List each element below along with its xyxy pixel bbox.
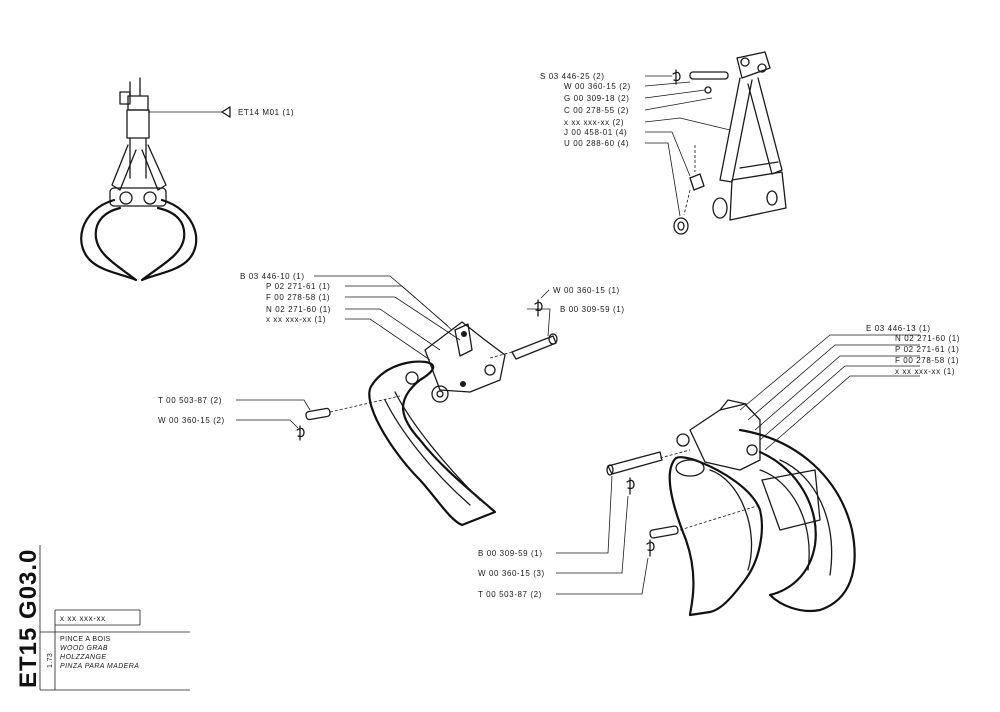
left-jaw-pin-label: W 00 360-15 (1) <box>553 286 620 295</box>
sheet-code: ET15 G03.0 <box>15 549 42 688</box>
cotter-pin-icon <box>534 299 543 317</box>
title-french: PINCE A BOIS <box>60 636 111 643</box>
overview-ref-label: ET14 M01 (1) <box>238 108 294 117</box>
right-jaw-part-label: x xx xxx-xx (1) <box>895 367 955 376</box>
left-jaw-part-label: B 03 446-10 (1) <box>240 272 305 281</box>
grab-overview-drawing <box>80 77 198 282</box>
cotter-pin-icon <box>296 425 305 441</box>
right-jaw-bottom-label: T 00 503-87 (2) <box>478 590 542 599</box>
sheet-date: 1.73 <box>47 653 54 668</box>
left-jaw-drawing <box>305 321 558 527</box>
right-jaw-drawing <box>606 399 856 617</box>
left-jaw-part-label: F 00 278-58 (1) <box>266 293 330 302</box>
right-jaw-part-label: F 00 278-58 (1) <box>895 356 959 365</box>
cotter-pin-icon <box>646 539 655 557</box>
right-jaw-part-label: P 02 271-61 (1) <box>895 345 959 354</box>
suspension-bracket-drawing <box>673 51 787 235</box>
left-jaw-pin-label: B 00 309-59 (1) <box>560 305 625 314</box>
right-jaw-bottom-label: W 00 360-15 (3) <box>478 569 545 578</box>
left-jaw-part-label: N 02 271-60 (1) <box>266 305 331 314</box>
bracket-part-label: J 00 458-01 (4) <box>564 128 627 137</box>
title-spanish: PINZA PARA MADERA <box>60 663 139 670</box>
bracket-part-label: W 00 360-15 (2) <box>564 82 631 91</box>
right-jaw-part-label: E 03 446-13 (1) <box>866 324 931 333</box>
cotter-pin-icon <box>672 69 681 85</box>
left-jaw-bolt-label: T 00 503-87 (2) <box>158 396 222 405</box>
part-ref-label: x xx xxx-xx <box>60 614 106 623</box>
left-jaw-part-label: x xx xxx-xx (1) <box>266 315 326 324</box>
bracket-part-label: C 00 278-55 (2) <box>564 106 629 115</box>
left-jaw-part-label: P 02 271-61 (1) <box>266 282 330 291</box>
right-jaw-bottom-label: B 00 309-59 (1) <box>478 549 543 558</box>
right-jaw-part-label: N 02 271-60 (1) <box>895 334 960 343</box>
bracket-part-label: G 00 309-18 (2) <box>564 94 629 103</box>
bracket-part-label: x xx xxx-xx (2) <box>564 118 624 127</box>
left-jaw-bolt-label: W 00 360-15 (2) <box>158 416 225 425</box>
title-block <box>39 545 190 691</box>
bracket-part-label: S 03 446-25 (2) <box>540 72 605 81</box>
title-german: HOLZZANGE <box>60 654 106 661</box>
title-english: WOOD GRAB <box>60 645 108 652</box>
bracket-part-label: U 00 288-60 (4) <box>564 139 629 148</box>
cotter-pin-icon <box>626 477 635 495</box>
